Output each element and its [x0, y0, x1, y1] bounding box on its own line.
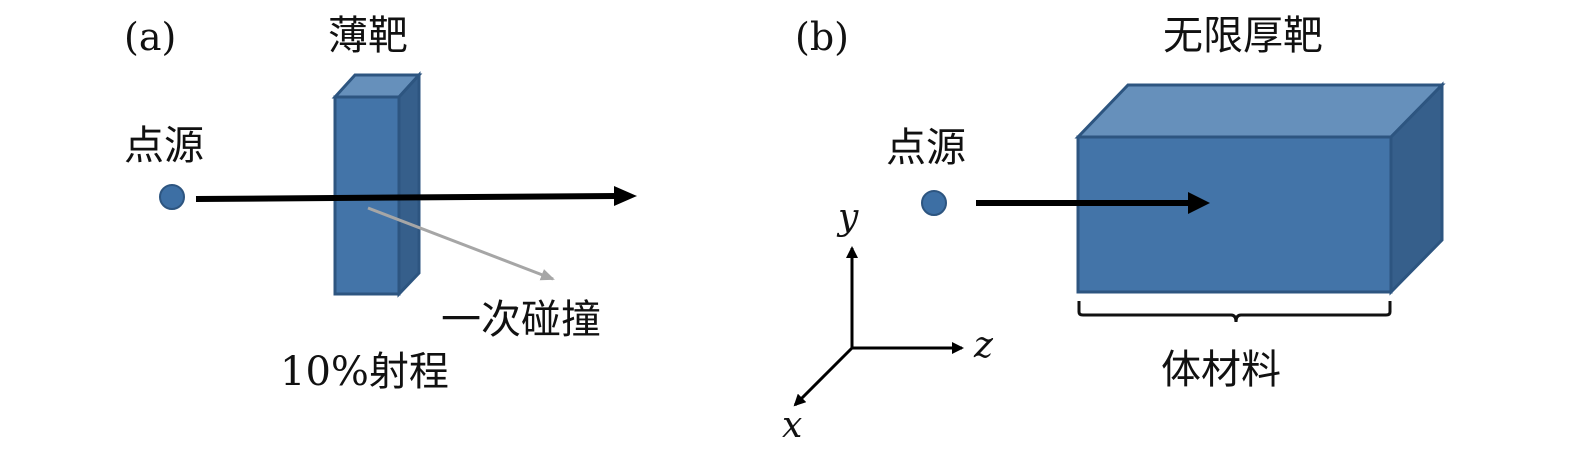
x-axis-label: x	[782, 405, 803, 446]
source-label-a: 点源	[124, 123, 204, 169]
beam-arrowhead-b	[1188, 192, 1210, 214]
beam-arrow-a	[195, 193, 619, 202]
bulk-label: 体材料	[1161, 347, 1281, 393]
source-dot-a	[159, 184, 185, 210]
thin-target	[331, 71, 423, 298]
bulk-brace	[1077, 301, 1392, 323]
thick-target	[1074, 81, 1446, 296]
source-dot-b	[921, 190, 947, 216]
z-axis-label: z	[974, 325, 993, 366]
source-label-b: 点源	[886, 125, 966, 171]
y-axis-label: y	[838, 197, 859, 238]
thin-target-side	[397, 71, 421, 298]
coordinate-axes	[793, 246, 964, 407]
thick-target-label: 无限厚靶	[1163, 13, 1323, 59]
range-label: 10%射程	[280, 349, 449, 395]
collision-label: 一次碰撞	[441, 297, 601, 343]
beam-arrowhead-a	[614, 186, 637, 206]
panel-a-label: (a)	[124, 15, 177, 59]
thick-target-top	[1074, 83, 1446, 139]
thick-target-front	[1076, 135, 1393, 294]
x-axis	[793, 346, 854, 407]
panel-b-label: (b)	[795, 15, 849, 59]
scatter-arrow	[367, 206, 555, 281]
thin-target-label: 薄靶	[328, 13, 408, 59]
